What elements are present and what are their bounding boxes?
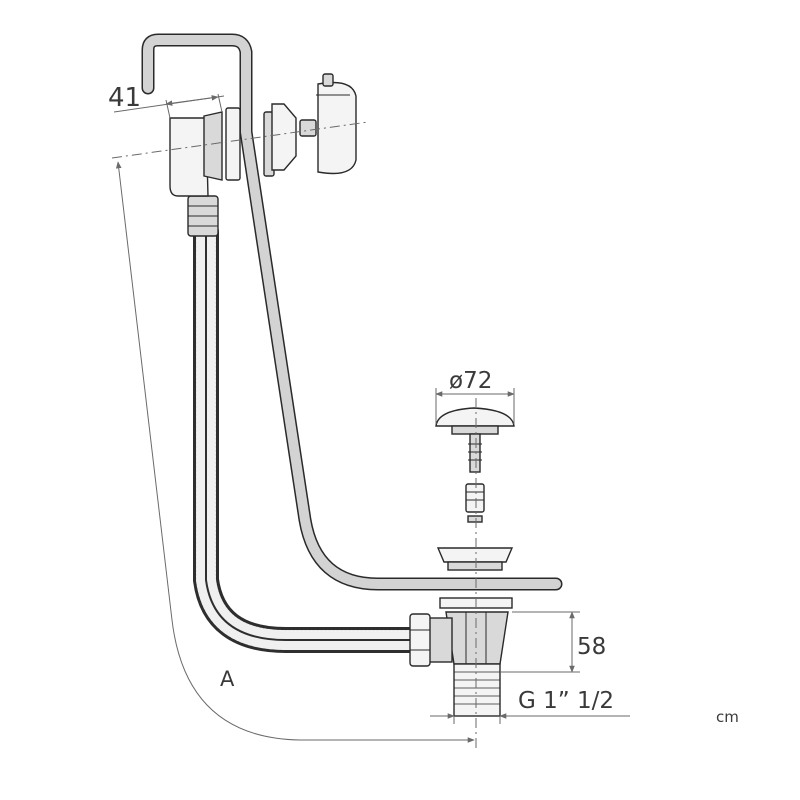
- drain-assembly: [409, 407, 515, 717]
- dimension-thread: [430, 713, 630, 724]
- dimension-label-a: A: [220, 667, 235, 691]
- strainer-collar: [447, 561, 503, 571]
- dimension-label-58: 58: [577, 634, 606, 660]
- dimension-58: [500, 611, 580, 673]
- dimension-a: [115, 161, 475, 743]
- overflow-axis: [111, 121, 369, 159]
- plug-head: [435, 407, 515, 427]
- drain-side-inlet: [427, 617, 453, 663]
- plug-spindle: [469, 433, 481, 473]
- unit-label: cm: [716, 708, 739, 726]
- dimension-label-41: 41: [108, 83, 141, 113]
- overflow-gasket: [225, 107, 241, 181]
- overflow-body: [169, 117, 209, 197]
- plug-washer: [467, 515, 483, 523]
- overflow-nut: [299, 119, 317, 137]
- overflow-flange: [203, 111, 223, 181]
- plug-seal: [451, 425, 499, 435]
- dimension-label-thread: G 1” 1/2: [518, 688, 614, 714]
- dimension-label-diameter: ø72: [449, 368, 492, 394]
- overflow-grid: [271, 103, 297, 171]
- hose-coupling-nut: [409, 613, 431, 667]
- dimension-41: [113, 93, 225, 119]
- plug-spring-insert: [465, 483, 485, 513]
- overflow-assembly: [169, 73, 357, 197]
- overflow-cover-cap: [317, 81, 357, 175]
- strainer-flange: [436, 547, 514, 563]
- flexible-hose: [187, 195, 423, 653]
- cover-knob: [322, 73, 334, 87]
- drain-body: [445, 611, 509, 665]
